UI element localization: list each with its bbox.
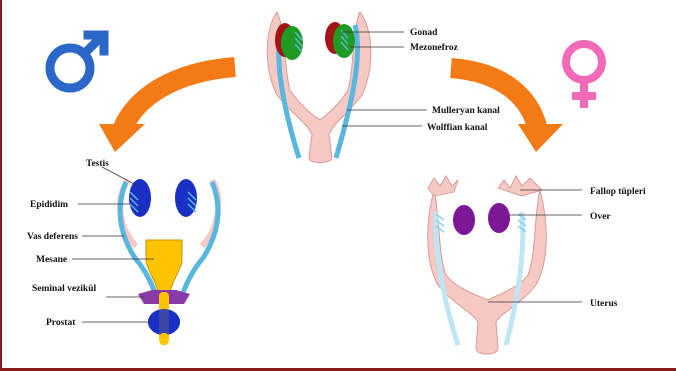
female-stage: Fallop tüpleri Over Uterus — [428, 176, 646, 354]
male-stage: Testis Epididim Vas deferens Mesane Semi… — [27, 159, 218, 345]
indifferent-stage: Gonad Mezonefroz Mulleryan kanal Wolffia… — [267, 12, 500, 163]
label-gonad: Gonad — [410, 28, 438, 38]
label-over: Over — [590, 212, 611, 222]
female-symbol-icon — [566, 44, 602, 108]
label-wolffian-kanal: Wolffian kanal — [427, 123, 488, 133]
label-seminal-vezikul: Seminal vezikül — [32, 284, 96, 294]
testis-left — [129, 179, 151, 217]
mesonephros-right — [333, 24, 355, 58]
wolffian-remnant-right — [506, 212, 523, 345]
label-fallop-tupleri: Fallop tüpleri — [590, 187, 646, 197]
label-mulleryan-kanal: Mulleryan kanal — [432, 106, 500, 116]
fimbria-left — [428, 176, 458, 196]
label-vas-deferens: Vas deferens — [27, 232, 78, 242]
label-testis: Testis — [86, 159, 109, 169]
male-symbol-icon — [50, 35, 104, 88]
ovary-right — [488, 203, 510, 233]
label-prostat: Prostat — [46, 318, 76, 328]
label-uterus: Uterus — [590, 299, 618, 309]
fimbria-right — [498, 176, 542, 196]
label-epididim: Epididim — [30, 200, 68, 210]
ovary-left — [453, 205, 475, 235]
arrow-to-male — [99, 67, 235, 152]
label-mezonefroz: Mezonefroz — [410, 43, 459, 53]
label-mesane: Mesane — [36, 255, 67, 265]
